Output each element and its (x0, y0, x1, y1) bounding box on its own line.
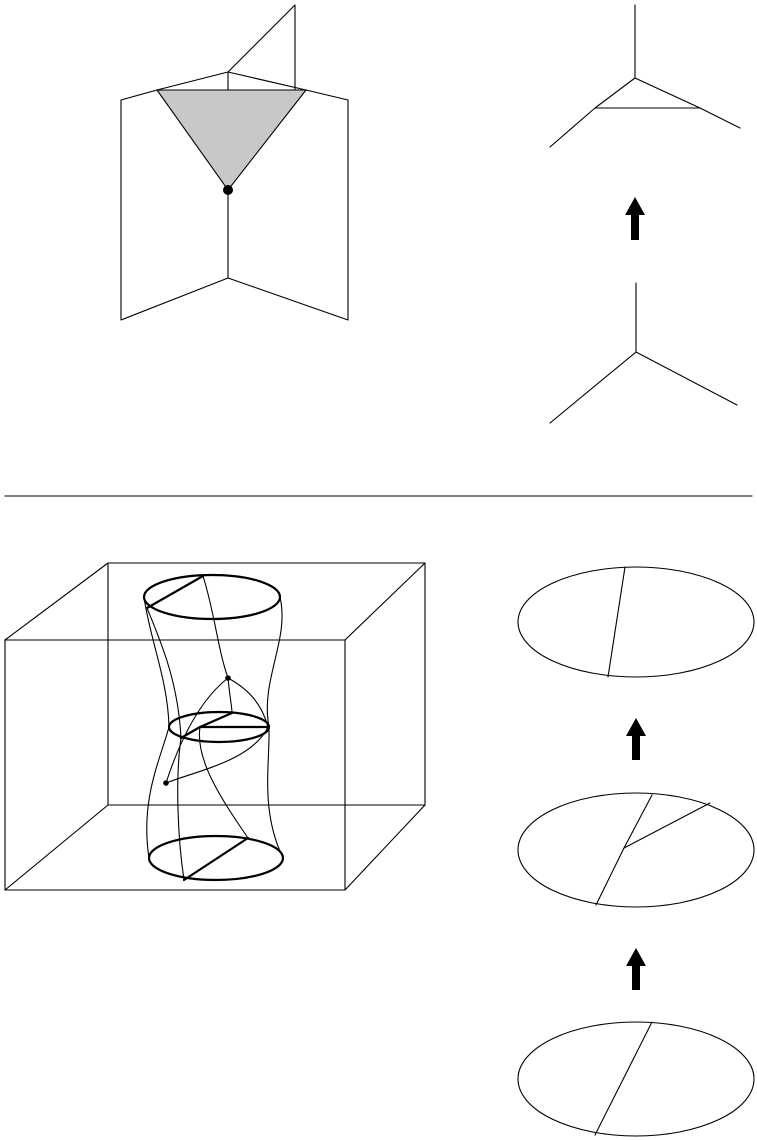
junction-branch-left (549, 107, 596, 148)
tube (142, 573, 285, 882)
ellipse-single-chord-bottom (517, 1021, 755, 1137)
back-sheet (227, 4, 296, 91)
junction-branch-right (699, 107, 741, 129)
box-top-edges (4, 562, 426, 641)
tube-left-outline (143, 596, 170, 859)
box-hidden-bottom-edge (4, 804, 109, 891)
middle-cross-section-chord-b (198, 711, 234, 729)
sheet-line-top-left (146, 607, 185, 881)
singular-curve-link (165, 677, 229, 784)
vertex-dot (223, 185, 233, 195)
ellipse-branched-chord (517, 792, 755, 908)
up-arrow-icon (626, 948, 646, 990)
up-arrow-icon (625, 197, 645, 240)
y-branch-right (635, 351, 738, 406)
y-branch-left (549, 351, 637, 424)
y-junction (549, 282, 738, 424)
ellipse-chord-branch (623, 802, 711, 849)
right-sheet (227, 89, 349, 321)
box-right-edges (344, 562, 426, 891)
singular-curve-upper (227, 677, 269, 728)
ellipse-chord (594, 1021, 653, 1136)
lower-vertex-dot (163, 780, 169, 786)
left-sheet (120, 89, 229, 321)
sheet-line-top-right (202, 575, 233, 714)
junction-triangle (594, 77, 701, 109)
singular-curve-lower (165, 726, 269, 784)
back-sheet-edge-left (156, 71, 229, 91)
box-hidden-edges (107, 562, 426, 806)
top-panel (120, 4, 741, 424)
ellipse-chord (607, 566, 626, 678)
tube-right-outline (266, 596, 284, 859)
shaded-triangle (155, 89, 308, 191)
bottom-panel (4, 562, 755, 1137)
ellipse (517, 1021, 755, 1137)
ellipse (517, 792, 755, 908)
ellipse (517, 566, 755, 678)
triangle-junction (549, 4, 741, 148)
bottom-cross-section-chord (182, 836, 250, 882)
upper-vertex-dot (225, 675, 231, 681)
sheet-line-bottom (198, 726, 249, 839)
back-sheet-edge-right (227, 71, 307, 91)
box-front-face (4, 639, 346, 891)
up-arrow-icon (626, 718, 646, 760)
ellipse-single-chord-top (517, 566, 755, 678)
sheet-junction-diagram (120, 4, 349, 321)
top-cross-section-chord (145, 574, 205, 610)
box (4, 562, 426, 891)
ellipse-chord-main (595, 794, 653, 906)
